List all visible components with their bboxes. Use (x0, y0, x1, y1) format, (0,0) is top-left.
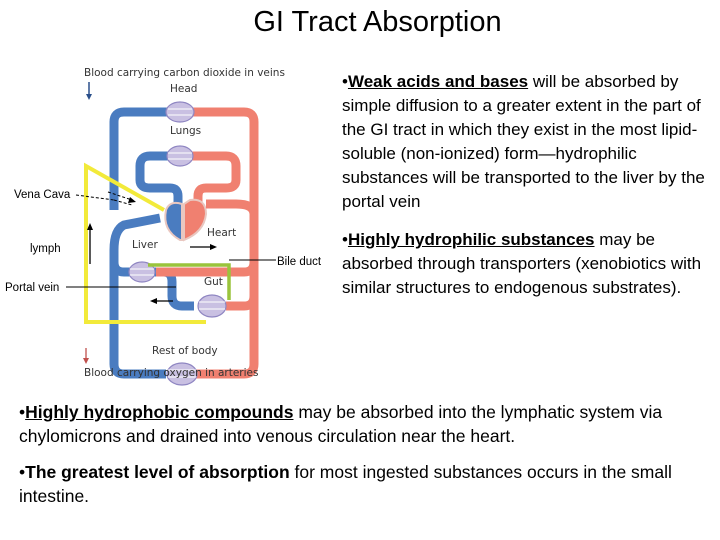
flow-arrow-icon (190, 244, 217, 250)
lymph-label: lymph (30, 243, 61, 255)
bullet-text: may be absorbed through transporters (xe… (342, 230, 702, 297)
bullet-highlight: The greatest level of absorption (25, 462, 290, 482)
head-circuit (109, 101, 259, 210)
flow-arrow-icon (150, 298, 173, 304)
bullet-hydrophilic: •Highly hydrophilic substances may be ab… (342, 228, 720, 300)
head-capillary-icon (165, 101, 195, 123)
bullet-marker: • (19, 402, 26, 422)
lungs-label: Lungs (170, 125, 201, 137)
heart-icon (164, 198, 208, 242)
portal-vein-label: Portal vein (5, 282, 59, 294)
vein-legend-arrow-icon (86, 82, 92, 100)
bullet-hydrophobic: •Highly hydrophobic compounds may be abs… (19, 400, 719, 448)
gut-label: Gut (204, 276, 223, 288)
bullet-marker: • (19, 462, 26, 482)
bullet-weak-acids: •Weak acids and bases will be absorbed b… (342, 70, 720, 214)
heart-label: Heart (207, 227, 236, 239)
gut-capillary-icon (197, 294, 227, 318)
circulation-diagram: Blood carrying carbon dioxide in veins H… (0, 60, 340, 390)
lung-capillary-icon (166, 145, 194, 167)
aorta-path (196, 188, 259, 379)
lymph-arrow-icon (87, 223, 93, 264)
bullet-highlight: Highly hydrophobic compounds (25, 402, 294, 422)
liver-capillary-icon (128, 261, 156, 283)
bullet-text: will be absorbed by simple diffusion to … (342, 72, 705, 211)
vena-cava-label: Vena Cava (14, 189, 71, 201)
bullet-text: for most ingested substances occurs in t… (19, 462, 672, 506)
artery-legend-arrow-icon (83, 348, 89, 364)
vein-caption: Blood carrying carbon dioxide in veins (84, 67, 285, 79)
bullet-text: may be absorbed into the lymphatic syste… (19, 402, 663, 446)
lung-circuit (135, 145, 241, 220)
lymph-path (84, 162, 206, 324)
artery-caption: Blood carrying oxygen in arteries (84, 367, 258, 379)
bullet-marker: • (342, 72, 348, 91)
bullet-highlight: Highly hydrophilic substances (347, 230, 595, 249)
circulation-diagram-svg: Blood carrying carbon dioxide in veins H… (5, 67, 322, 386)
vena-cava-path (109, 213, 166, 379)
slide-title: GI Tract Absorption (253, 6, 502, 38)
bullet-highlight: Weak acids and bases (347, 72, 529, 91)
rest-of-body-label: Rest of body (152, 345, 218, 357)
bullet-marker: • (342, 230, 348, 249)
gut-circuit (197, 294, 259, 318)
body-capillary-icon (166, 362, 198, 386)
liver-label: Liver (132, 239, 158, 251)
head-label: Head (170, 83, 197, 95)
liver-circuit (109, 250, 259, 311)
bile-duct-path (148, 263, 231, 300)
bile-duct-label: Bile duct (277, 256, 322, 268)
bullet-greatest-absorption: •The greatest level of absorption for mo… (19, 460, 719, 508)
